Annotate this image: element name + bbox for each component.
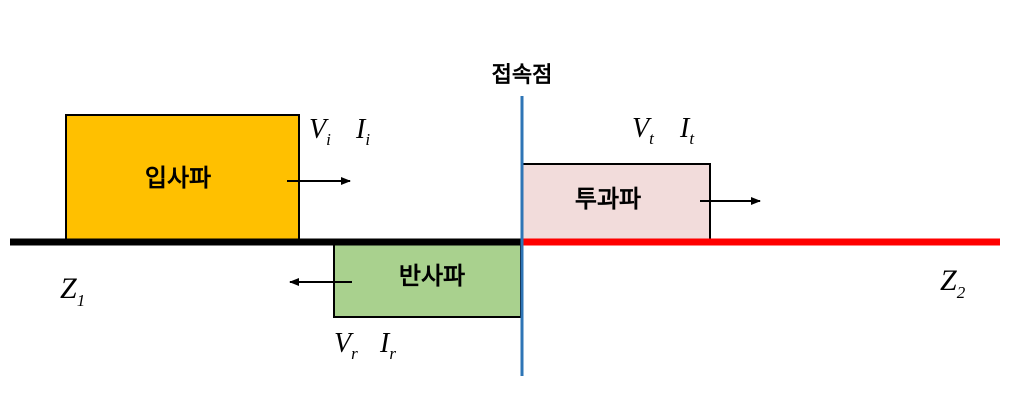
svg-text:Z1: Z1	[60, 272, 85, 310]
incident-current-label: Ii	[355, 114, 370, 149]
svg-text:Vi: Vi	[309, 114, 331, 149]
svg-text:Ii: Ii	[355, 114, 370, 149]
reflected-wave-box	[333, 241, 522, 318]
transmitted-wave-box	[521, 163, 711, 242]
svg-text:It: It	[679, 113, 695, 148]
junction-label: 접속점	[492, 63, 553, 88]
incident-wave-label: 입사파	[145, 164, 211, 192]
transmitted-wave-label: 투과파	[575, 185, 641, 213]
z2-label: Z2	[940, 264, 966, 302]
reflected-voltage-label: Vr	[334, 328, 358, 363]
reflected-wave-label: 반사파	[399, 262, 465, 290]
transmitted-voltage-label: Vt	[632, 113, 655, 148]
reflected-current-label: Ir	[379, 328, 396, 363]
z1-label: Z1	[60, 272, 85, 310]
incident-wave-box	[65, 114, 300, 242]
svg-text:Z2: Z2	[940, 264, 966, 302]
svg-text:Vr: Vr	[334, 328, 358, 363]
transmitted-current-label: It	[679, 113, 695, 148]
svg-text:Ir: Ir	[379, 328, 396, 363]
svg-text:Vt: Vt	[632, 113, 655, 148]
incident-voltage-label: Vi	[309, 114, 331, 149]
